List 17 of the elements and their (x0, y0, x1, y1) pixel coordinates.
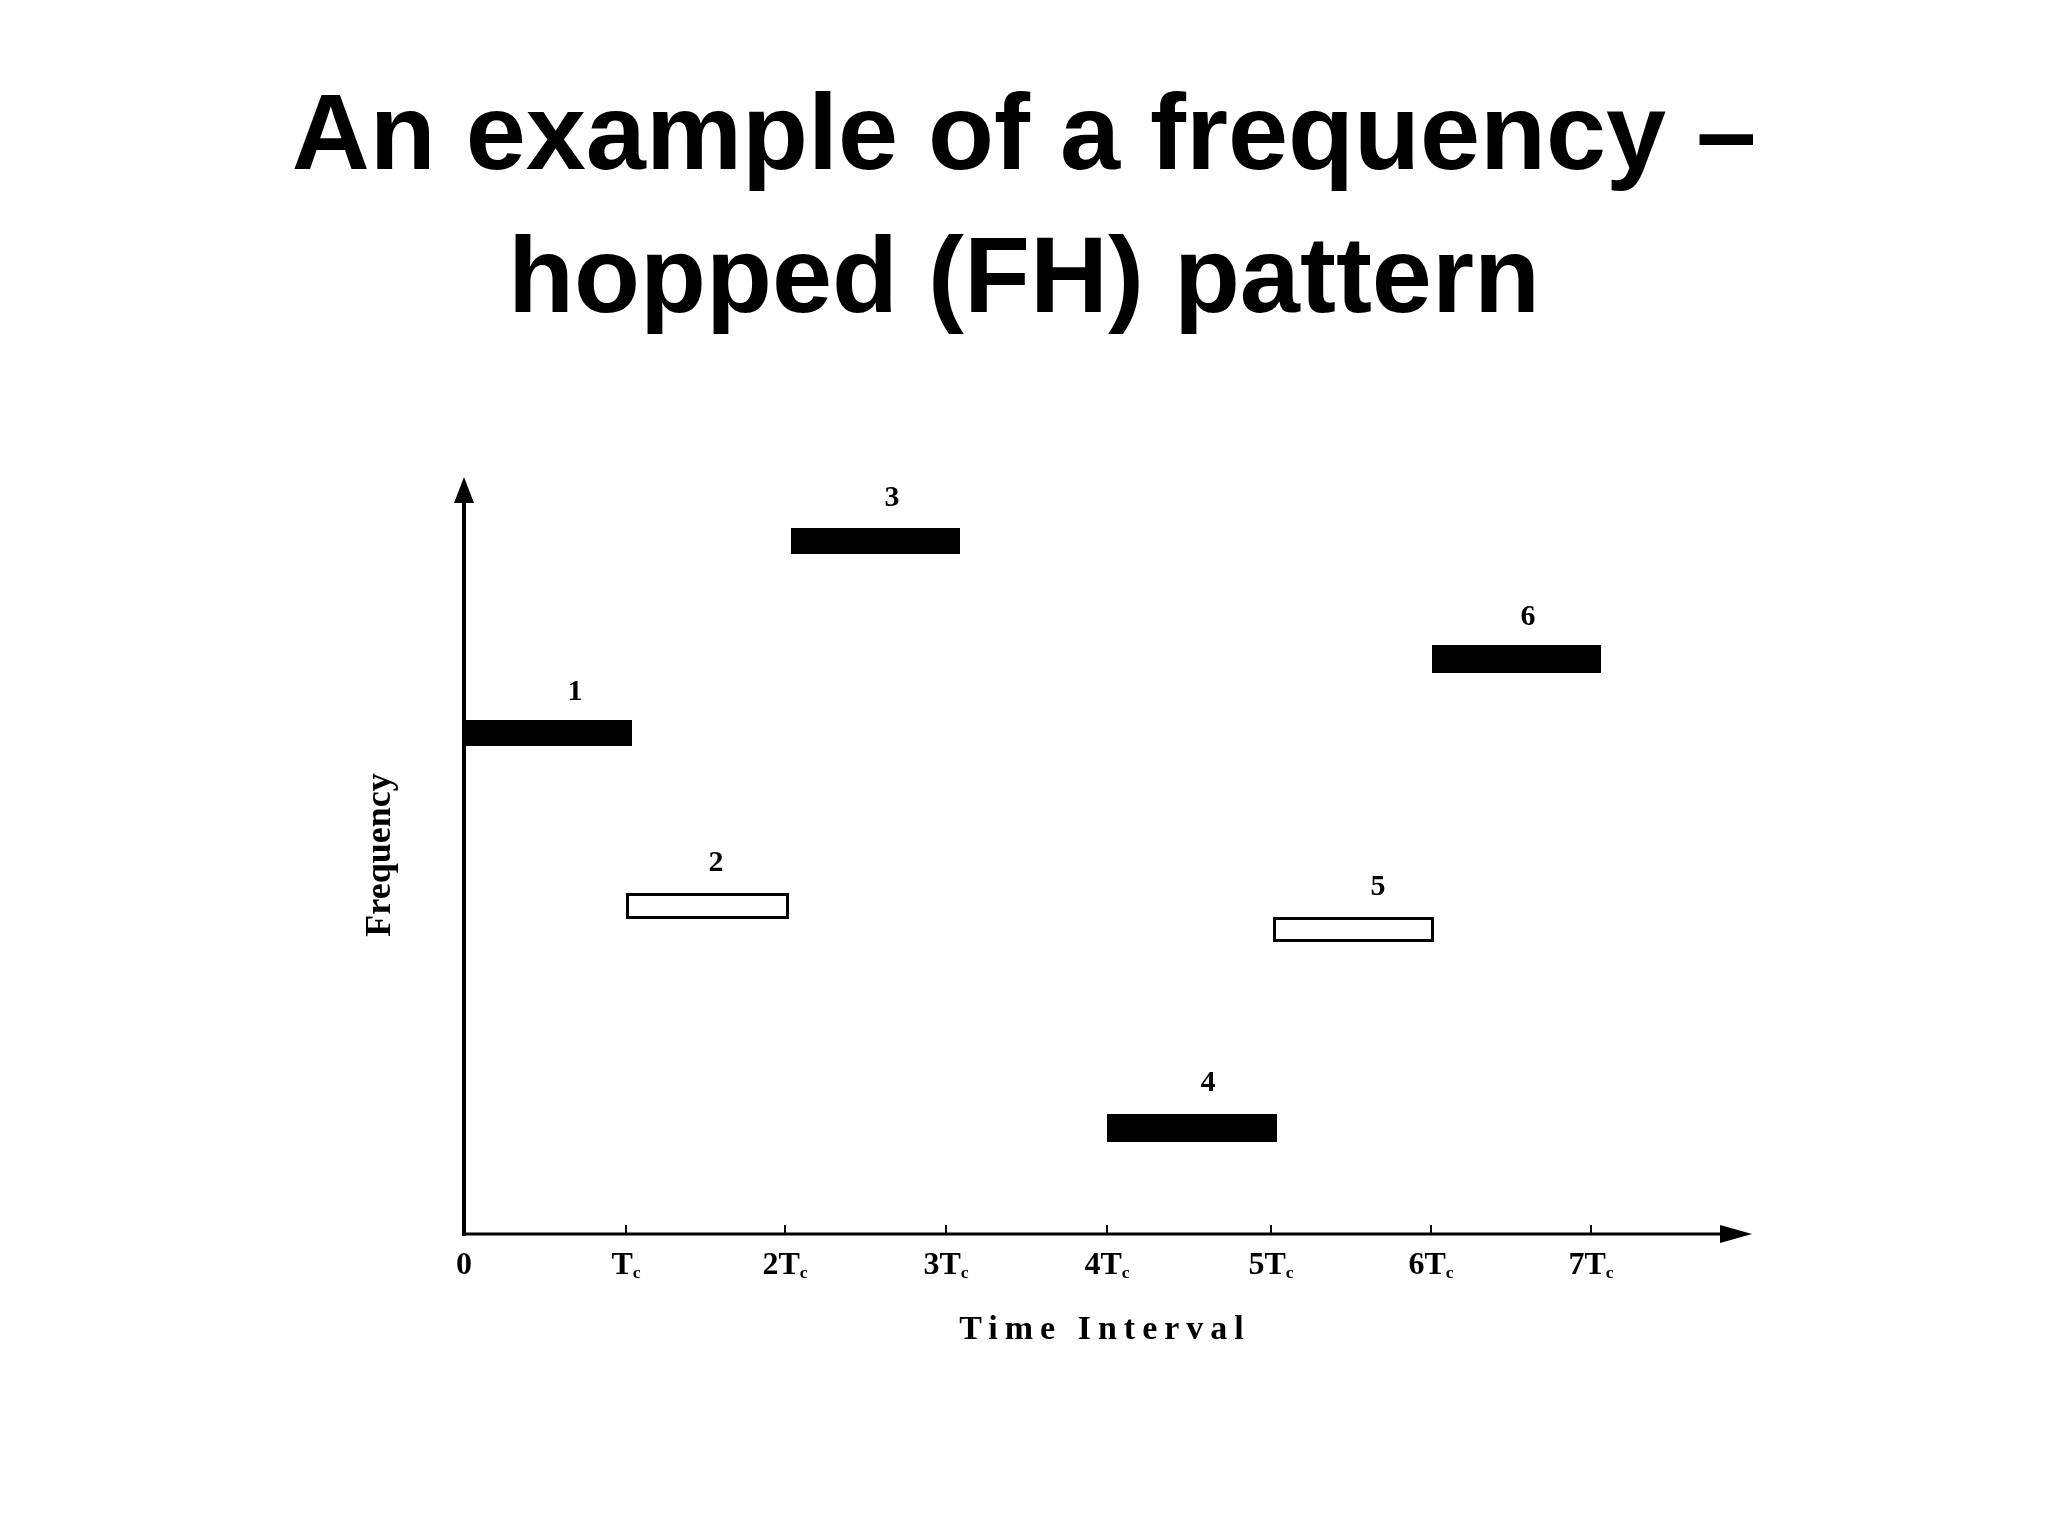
hop-number: 1 (567, 674, 583, 706)
tick-label: 6T$_{c}$ (1408, 1246, 1454, 1282)
hop-number: 2 (708, 845, 724, 877)
axis-title: Time Interval (959, 1309, 1251, 1347)
hop-number: 4 (1200, 1065, 1216, 1097)
tick-label: 5T$_{c}$ (1248, 1246, 1294, 1282)
axis-title: Frequency (359, 773, 399, 937)
tick-label: 4T$_{c}$ (1084, 1246, 1130, 1282)
tick-label: 0 (456, 1246, 472, 1282)
slide-title: An example of a frequency – hopped (FH) pattern (290, 70, 1758, 337)
hop-number: 5 (1370, 869, 1386, 901)
tick-label: 7T$_{c}$ (1568, 1246, 1614, 1282)
hop-number: 6 (1520, 599, 1536, 631)
hop-number: 3 (884, 480, 900, 512)
tick-label: T$_{c}$ (611, 1246, 641, 1282)
tick-label: 2T$_{c}$ (762, 1246, 808, 1282)
tick-label: 3T$_{c}$ (923, 1246, 969, 1282)
